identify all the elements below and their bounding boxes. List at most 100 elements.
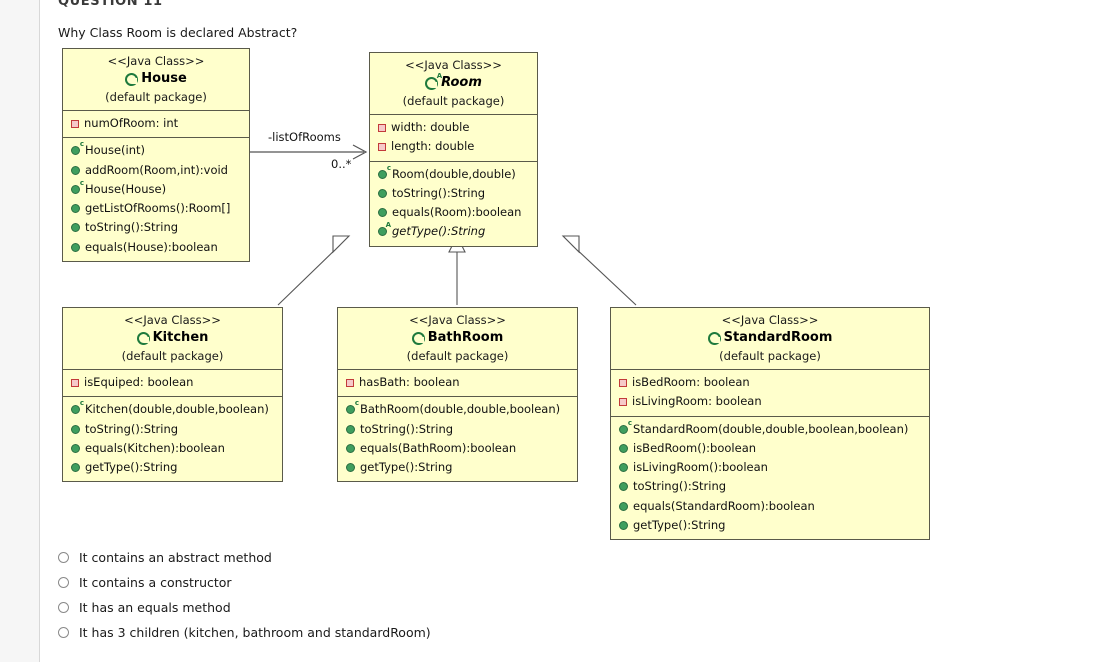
- uml-class-house-name: House: [141, 71, 187, 87]
- uml-method-row: addRoom(Room,int):void: [63, 161, 249, 180]
- uml-method-text: BathRoom(double,double,boolean): [360, 402, 561, 417]
- attribute-private-icon: [346, 378, 354, 387]
- method-icon: [378, 188, 387, 198]
- uml-method-row: equals(StandardRoom):boolean: [611, 497, 929, 516]
- uml-method-row: toString():String: [63, 420, 282, 439]
- uml-package-label: (default package): [402, 93, 505, 108]
- java-class-icon: [707, 332, 721, 346]
- uml-attribute-text: numOfRoom: int: [84, 116, 179, 131]
- answer-option-4[interactable]: It has 3 children (kitchen, bathroom and…: [58, 620, 758, 645]
- uml-package-label: (default package): [105, 89, 207, 104]
- uml-method-row: c House(House): [63, 179, 249, 199]
- method-constructor-icon: c: [346, 400, 359, 415]
- uml-method-text: toString():String: [633, 479, 727, 494]
- uml-method-row: getType():String: [611, 516, 929, 535]
- attribute-private-icon: [71, 378, 79, 387]
- uml-method-text: toString():String: [392, 185, 486, 200]
- uml-class-kitchen-header: <<Java Class>> Kitchen (default package): [63, 308, 282, 369]
- uml-method-text: isBedRoom():boolean: [633, 440, 757, 455]
- uml-class-diagram: -listOfRooms 0..* <<Java Class>> House (…: [0, 40, 1118, 541]
- uml-method-text: toString():String: [85, 220, 179, 235]
- attribute-private-icon: [71, 119, 79, 128]
- method-icon: [71, 242, 80, 252]
- uml-class-house[interactable]: <<Java Class>> House (default package) n…: [62, 48, 250, 262]
- radio-button-icon[interactable]: [58, 602, 69, 613]
- answer-option-3[interactable]: It has an equals method: [58, 595, 758, 620]
- uml-attribute-row: length: double: [370, 137, 537, 156]
- uml-class-house-header: <<Java Class>> House (default package): [63, 49, 249, 110]
- uml-attribute-text: isEquiped: boolean: [84, 375, 194, 390]
- method-icon: [619, 463, 628, 473]
- uml-attribute-text: hasBath: boolean: [359, 375, 460, 390]
- uml-method-row: c Kitchen(double,double,boolean): [63, 400, 282, 419]
- answer-option-2[interactable]: It contains a constructor: [58, 570, 758, 595]
- uml-method-text: getType():String: [633, 517, 726, 532]
- uml-method-text: equals(House):boolean: [85, 239, 218, 254]
- uml-stereotype: <<Java Class>>: [721, 313, 819, 327]
- uml-class-kitchen-name: Kitchen: [152, 330, 209, 346]
- association-multiplicity-label: 0..*: [331, 157, 352, 171]
- method-icon: [71, 443, 80, 453]
- uml-attribute-text: isBedRoom: boolean: [632, 375, 750, 390]
- method-abstract-icon: A: [378, 222, 391, 237]
- method-constructor-icon: c: [378, 164, 391, 179]
- uml-method-row: equals(Room):boolean: [370, 203, 537, 222]
- uml-method-text: getType():String: [392, 224, 486, 239]
- uml-method-text: isLivingRoom():boolean: [633, 460, 768, 475]
- attribute-private-icon: [378, 142, 386, 151]
- java-class-icon: [136, 332, 150, 346]
- answer-option-label[interactable]: It has 3 children (kitchen, bathroom and…: [79, 625, 431, 640]
- uml-class-house-methods: c House(int) addRoom(Room,int):void c Ho…: [63, 137, 249, 261]
- generalization-standardroom-room: [561, 235, 637, 306]
- uml-method-row: equals(House):boolean: [63, 238, 249, 257]
- uml-method-row: equals(BathRoom):boolean: [338, 439, 577, 458]
- radio-button-icon[interactable]: [58, 577, 69, 588]
- uml-method-row: toString():String: [63, 218, 249, 237]
- answer-options-group: It contains an abstract method It contai…: [58, 545, 758, 645]
- uml-class-bathroom-attributes: hasBath: boolean: [338, 369, 577, 396]
- uml-method-text: equals(StandardRoom):boolean: [633, 498, 815, 513]
- java-class-icon: [411, 332, 425, 346]
- uml-class-room[interactable]: <<Java Class>> A Room (default package) …: [369, 52, 538, 247]
- uml-method-row: equals(Kitchen):boolean: [63, 439, 282, 458]
- attribute-private-icon: [619, 378, 627, 387]
- uml-class-room-header: <<Java Class>> A Room (default package): [370, 53, 537, 114]
- answer-option-label[interactable]: It has an equals method: [79, 600, 231, 615]
- uml-class-kitchen-name-row: Kitchen: [69, 329, 276, 347]
- uml-attribute-row: numOfRoom: int: [63, 114, 249, 133]
- method-icon: [619, 482, 628, 492]
- uml-method-text: equals(Kitchen):boolean: [85, 440, 225, 455]
- uml-class-house-attributes: numOfRoom: int: [63, 110, 249, 137]
- radio-button-icon[interactable]: [58, 552, 69, 563]
- uml-method-row: c BathRoom(double,double,boolean): [338, 400, 577, 419]
- uml-method-text: StandardRoom(double,double,boolean,boole…: [633, 421, 909, 436]
- uml-class-room-name-row: A Room: [376, 73, 531, 92]
- attribute-private-icon: [378, 123, 386, 132]
- uml-class-kitchen[interactable]: <<Java Class>> Kitchen (default package)…: [62, 307, 283, 483]
- uml-class-bathroom-header: <<Java Class>> BathRoom (default package…: [338, 308, 577, 369]
- answer-option-1[interactable]: It contains an abstract method: [58, 545, 758, 570]
- answer-option-label[interactable]: It contains an abstract method: [79, 550, 272, 565]
- left-gutter: [0, 0, 40, 662]
- uml-class-standardroom-methods: c StandardRoom(double,double,boolean,boo…: [611, 415, 929, 540]
- association-role-label: -listOfRooms: [268, 130, 341, 144]
- uml-stereotype: <<Java Class>>: [124, 313, 221, 327]
- uml-method-row: c House(int): [63, 141, 249, 160]
- method-constructor-icon: c: [71, 400, 84, 415]
- uml-attribute-text: length: double: [391, 139, 475, 154]
- uml-class-kitchen-attributes: isEquiped: boolean: [63, 369, 282, 396]
- radio-button-icon[interactable]: [58, 627, 69, 638]
- method-icon: [619, 520, 628, 530]
- uml-class-standardroom[interactable]: <<Java Class>> StandardRoom (default pac…: [610, 307, 930, 541]
- uml-package-label: (default package): [121, 348, 224, 363]
- uml-package-label: (default package): [719, 348, 821, 363]
- uml-package-label: (default package): [406, 348, 509, 363]
- uml-method-text: Room(double,double): [392, 166, 516, 181]
- uml-class-standardroom-attributes: isBedRoom: boolean isLivingRoom: boolean: [611, 369, 929, 416]
- uml-stereotype: <<Java Class>>: [409, 313, 506, 327]
- uml-attribute-text: width: double: [391, 120, 470, 135]
- answer-option-label[interactable]: It contains a constructor: [79, 575, 232, 590]
- uml-class-bathroom[interactable]: <<Java Class>> BathRoom (default package…: [337, 307, 578, 483]
- uml-method-row: isBedRoom():boolean: [611, 439, 929, 458]
- uml-stereotype: <<Java Class>>: [107, 54, 205, 68]
